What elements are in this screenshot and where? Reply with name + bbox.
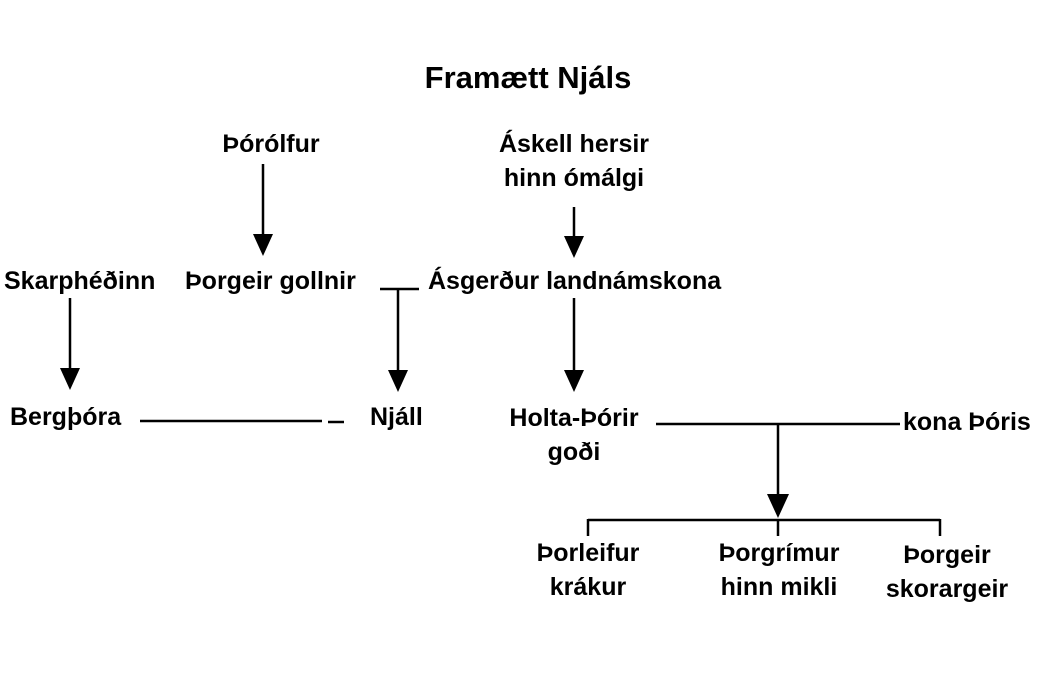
arrowhead-holta-thorir	[564, 370, 584, 392]
node-label: kona Þóris	[903, 408, 1031, 436]
node-label-line-2: skorargeir	[885, 575, 1009, 603]
node-label: Þorgeir	[903, 541, 991, 569]
node-bergthora: Bergþóra	[10, 400, 121, 434]
arrowhead-njall	[388, 370, 408, 392]
node-label: Skarphéðinn	[4, 267, 156, 295]
node-label-line-2: krákur	[549, 573, 627, 601]
node-thorgrimur-hinn-mikli: Þorgrímur hinn mikli	[719, 536, 840, 604]
node-label: Þorleifur	[536, 539, 640, 567]
node-thorgeir-skorargeir: Þorgeir skorargeir	[886, 538, 1008, 606]
arrowhead-bergthora	[60, 368, 80, 390]
node-label: Holta-Þórir	[509, 404, 639, 432]
node-thorleifur-krakur: Þorleifur krákur	[537, 536, 640, 604]
node-label: Njáll	[370, 403, 423, 431]
node-askell-hersir: Áskell hersir hinn ómálgi	[499, 127, 649, 195]
node-label: Bergþóra	[10, 403, 122, 431]
node-label-line-2: hinn ómálgi	[503, 164, 645, 192]
node-thorolfur: Þórólfur	[222, 127, 319, 161]
node-label-line-2: goði	[547, 438, 601, 466]
node-label: Þorgrímur	[718, 539, 840, 567]
node-label: Ásgerður landnámskona	[428, 267, 722, 295]
arrowhead-children	[767, 494, 789, 518]
node-label: Þorgeir gollnir	[185, 267, 356, 295]
node-label: Þórólfur	[222, 130, 320, 158]
arrowhead-thorgeir	[253, 234, 273, 256]
node-thorgeir-gollnir: Þorgeir gollnir	[185, 264, 356, 298]
arrowhead-asgerdur	[564, 236, 584, 258]
node-holta-thorir-godi: Holta-Þórir goði	[509, 401, 638, 469]
diagram-title: Framætt Njáls	[424, 60, 632, 95]
node-asgerdur-landnamskona: Ásgerður landnámskona	[428, 264, 721, 298]
node-kona-thoris: kona Þóris	[903, 405, 1031, 439]
node-label: Áskell hersir	[498, 130, 650, 158]
node-label-line-2: hinn mikli	[720, 573, 838, 601]
node-njall: Njáll	[370, 400, 423, 434]
node-skarphedinn: Skarphéðinn	[4, 264, 155, 298]
